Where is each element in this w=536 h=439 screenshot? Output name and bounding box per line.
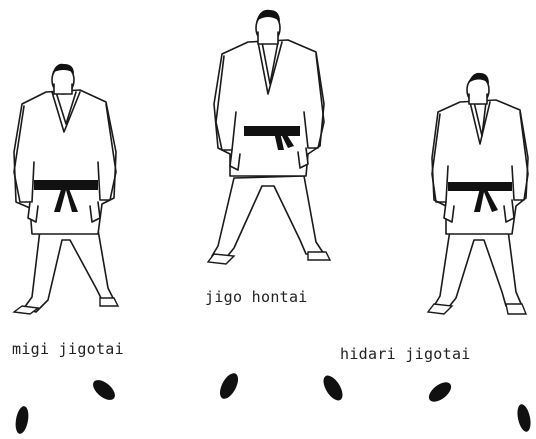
foot-mark-right-rear (515, 403, 533, 433)
foot-mark-left-front (90, 376, 119, 403)
foot-mark-center-left (216, 370, 242, 401)
foot-mark-center-right (320, 372, 347, 403)
foot-mark-left-rear (14, 405, 31, 435)
foot-mark-right-front (425, 378, 454, 405)
